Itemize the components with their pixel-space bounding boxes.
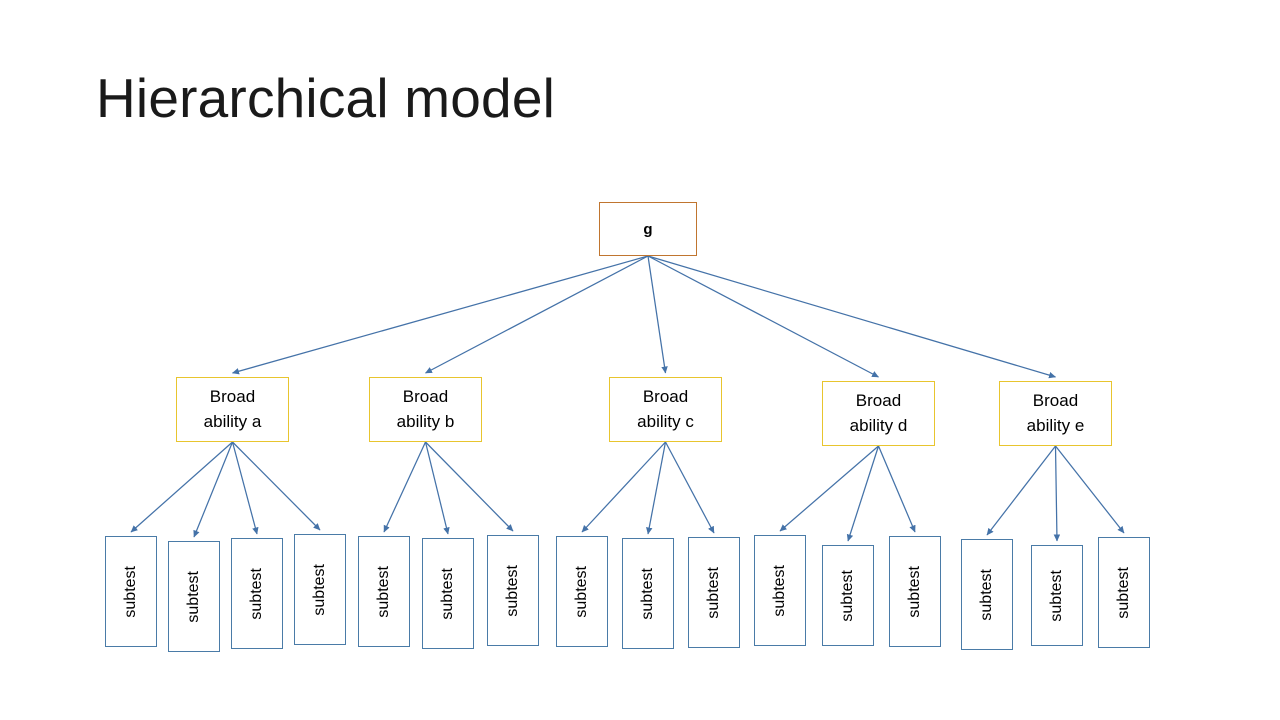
node-label: subtest bbox=[311, 563, 328, 616]
page-title: Hierarchical model bbox=[96, 67, 556, 129]
node-label: subtest bbox=[248, 567, 265, 620]
edge-broad-b-to-subtest-7 bbox=[425, 441, 514, 532]
node-label: subtest bbox=[439, 567, 456, 620]
edge-broad-b-to-subtest-5 bbox=[383, 441, 427, 533]
node-broad-ability-d[interactable]: Broad ability d bbox=[822, 381, 935, 446]
edge-g-to-broad-e bbox=[647, 255, 1056, 379]
edge-broad-e-to-subtest-15 bbox=[1053, 445, 1061, 542]
node-label-line2: ability e bbox=[1026, 415, 1085, 435]
edge-broad-b-to-subtest-6 bbox=[424, 441, 450, 535]
node-subtest-14[interactable]: subtest bbox=[961, 539, 1013, 650]
node-label: subtest bbox=[705, 566, 722, 619]
node-subtest-9[interactable]: subtest bbox=[622, 538, 674, 649]
edge-broad-a-to-subtest-1 bbox=[130, 441, 233, 533]
node-subtest-15[interactable]: subtest bbox=[1031, 545, 1083, 646]
node-label-line2: ability d bbox=[849, 415, 908, 435]
node-label: subtest bbox=[771, 564, 788, 617]
node-label-line1: Broad bbox=[1032, 390, 1079, 410]
node-subtest-4[interactable]: subtest bbox=[294, 534, 346, 645]
node-broad-ability-e[interactable]: Broad ability e bbox=[999, 381, 1112, 446]
edge-broad-a-to-subtest-3 bbox=[231, 441, 259, 535]
node-label-line1: Broad bbox=[402, 386, 449, 406]
edge-g-to-broad-c bbox=[647, 255, 668, 374]
node-label: subtest bbox=[639, 567, 656, 620]
edge-broad-c-to-subtest-10 bbox=[664, 441, 715, 534]
node-subtest-12[interactable]: subtest bbox=[822, 545, 874, 646]
edge-broad-d-to-subtest-13 bbox=[877, 445, 916, 533]
node-label-line1: Broad bbox=[855, 390, 902, 410]
node-label: subtest bbox=[504, 564, 521, 617]
node-label-line2: ability b bbox=[396, 411, 455, 431]
edge-g-to-broad-b bbox=[425, 255, 649, 374]
node-subtest-3[interactable]: subtest bbox=[231, 538, 283, 649]
node-broad-ability-c[interactable]: Broad ability c bbox=[609, 377, 722, 442]
node-label: subtest bbox=[122, 565, 139, 618]
node-subtest-10[interactable]: subtest bbox=[688, 537, 740, 648]
edge-broad-e-to-subtest-16 bbox=[1055, 445, 1125, 534]
node-label-line2: ability a bbox=[203, 411, 262, 431]
node-subtest-7[interactable]: subtest bbox=[487, 535, 539, 646]
node-label-line1: Broad bbox=[642, 386, 689, 406]
edge-broad-c-to-subtest-9 bbox=[646, 441, 667, 535]
node-broad-ability-b[interactable]: Broad ability b bbox=[369, 377, 482, 442]
node-label: Broad ability d bbox=[850, 389, 908, 438]
node-label: subtest bbox=[978, 568, 995, 621]
node-general-factor-g[interactable]: g bbox=[599, 202, 697, 256]
node-label-line1: Broad bbox=[209, 386, 256, 406]
node-label: g bbox=[643, 220, 653, 238]
node-subtest-5[interactable]: subtest bbox=[358, 536, 410, 647]
node-subtest-2[interactable]: subtest bbox=[168, 541, 220, 652]
edge-broad-d-to-subtest-12 bbox=[846, 445, 880, 542]
node-subtest-11[interactable]: subtest bbox=[754, 535, 806, 646]
node-label: subtest bbox=[1048, 569, 1065, 622]
node-label: Broad ability c bbox=[637, 385, 694, 434]
edge-broad-c-to-subtest-8 bbox=[581, 441, 666, 533]
node-label: Broad ability a bbox=[204, 385, 262, 434]
edge-g-to-broad-a bbox=[232, 255, 649, 375]
edge-broad-a-to-subtest-4 bbox=[232, 441, 321, 531]
node-label: Broad ability e bbox=[1027, 389, 1085, 438]
node-label: subtest bbox=[906, 565, 923, 618]
edge-broad-e-to-subtest-14 bbox=[986, 445, 1056, 536]
node-label: subtest bbox=[839, 569, 856, 622]
node-subtest-13[interactable]: subtest bbox=[889, 536, 941, 647]
node-subtest-8[interactable]: subtest bbox=[556, 536, 608, 647]
edge-g-to-broad-d bbox=[647, 255, 879, 378]
node-label: subtest bbox=[185, 570, 202, 623]
edge-broad-d-to-subtest-11 bbox=[779, 445, 879, 532]
node-label: subtest bbox=[573, 565, 590, 618]
node-subtest-6[interactable]: subtest bbox=[422, 538, 474, 649]
node-subtest-16[interactable]: subtest bbox=[1098, 537, 1150, 648]
edge-broad-a-to-subtest-2 bbox=[193, 441, 234, 538]
node-label-line2: ability c bbox=[637, 411, 694, 431]
node-label: subtest bbox=[1115, 566, 1132, 619]
node-label: Broad ability b bbox=[397, 385, 455, 434]
node-broad-ability-a[interactable]: Broad ability a bbox=[176, 377, 289, 442]
node-label: subtest bbox=[375, 565, 392, 618]
node-subtest-1[interactable]: subtest bbox=[105, 536, 157, 647]
